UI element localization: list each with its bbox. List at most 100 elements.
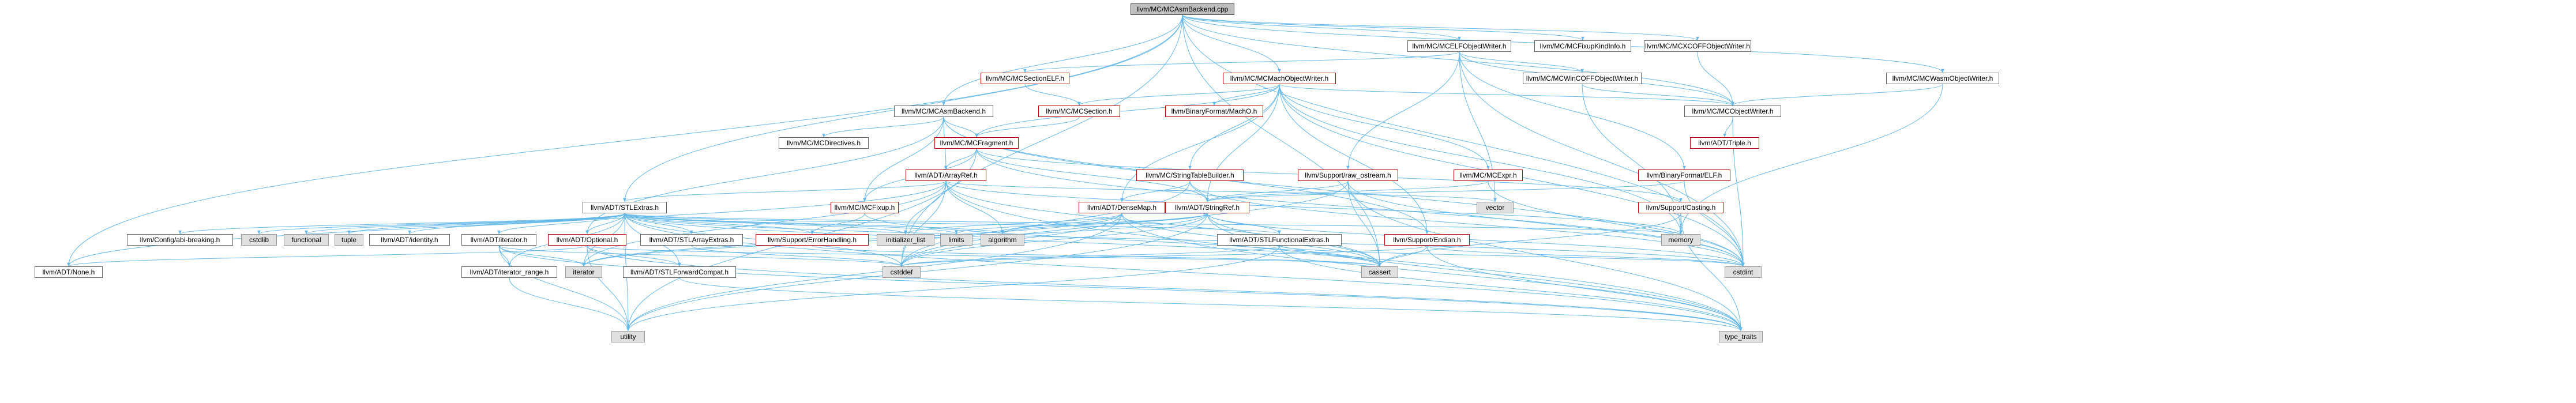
node-cstdlib[interactable]: cstdlib [241,234,277,246]
edge-root-to-cstdint [1182,14,1745,267]
edge-endian-to-typetraits [1426,245,1743,332]
edge-asmb-to-fixup [863,116,944,202]
edge-secelf-to-section [1024,84,1081,106]
node-mcfixup[interactable]: llvm/MC/MCFixup.h [831,202,899,213]
edge-belf-to-cstdint [1684,180,1745,267]
node-mcwincoffobjectwriter[interactable]: llvm/MC/MCWinCOFFObjectWriter.h [1523,73,1642,84]
edge-stlextras-to-memory [624,213,1683,235]
node-initializer-list[interactable]: initializer_list [877,234,934,246]
node-adt-triple[interactable]: llvm/ADT/Triple.h [1690,137,1759,149]
edge-asmb-to-directives [822,116,944,138]
edge-elfw-to-secelf [1023,51,1460,73]
node-vector[interactable]: vector [1477,202,1514,213]
node-utility[interactable]: utility [611,331,645,342]
edge-root-to-cassert [1182,14,1381,267]
edge-densemap-to-algorithm [1001,213,1122,235]
node-abi-breaking[interactable]: llvm/Config/abi-breaking.h [127,234,233,246]
edge-stlextras-to-errhand [624,213,814,235]
edge-endian-to-cassert [1378,245,1428,267]
node-mcwasmobjectwriter[interactable]: llvm/MC/MCWasmObjectWriter.h [1886,73,1999,84]
node-mcdirectives[interactable]: llvm/MC/MCDirectives.h [779,137,869,149]
node-cstdint[interactable]: cstdint [1725,266,1762,278]
node-stlextras[interactable]: llvm/ADT/STLExtras.h [583,202,667,213]
edge-stringref-to-cstdint [1207,213,1745,267]
edge-belf-to-stringref [1206,180,1685,202]
edge-arrayref-to-vector [945,180,1497,202]
node-support-casting[interactable]: llvm/Support/Casting.h [1638,202,1723,213]
edge-iteratorh-to-iterator [498,245,585,267]
edge-stlfunc-to-typetraits [1279,245,1743,332]
node-mcelfobjectwriter[interactable]: llvm/MC/MCELFObjectWriter.h [1407,40,1511,52]
node-adt-arrayref[interactable]: llvm/ADT/ArrayRef.h [906,170,986,181]
edge-macho-to-densemap [1120,84,1280,202]
edge-macho-to-endian [1279,84,1429,235]
edge-stlextras-to-cstdlib [257,213,625,235]
edge-fixup-to-errhand [810,213,865,235]
node-stringtablebuilder[interactable]: llvm/MC/StringTableBuilder.h [1136,170,1244,181]
node-iterator-range[interactable]: llvm/ADT/iterator_range.h [461,266,557,278]
node-adt-densemap[interactable]: llvm/ADT/DenseMap.h [1079,202,1165,213]
edge-arrayref-to-memory [945,180,1683,235]
node-errorhandling[interactable]: llvm/Support/ErrorHandling.h [756,234,869,246]
edge-stlfunc-to-utility [626,245,1280,332]
edge-macho-to-objw [1279,84,1734,106]
edge-stlfwd-to-typetraits [679,277,1743,332]
node-memory[interactable]: memory [1661,234,1700,246]
node-type-traits[interactable]: type_traits [1719,331,1763,342]
node-tuple[interactable]: tuple [335,234,363,246]
edge-stlextras-to-initlist [624,213,907,235]
node-adt-stringref[interactable]: llvm/ADT/StringRef.h [1165,202,1249,213]
node-cstddef[interactable]: cstddef [883,266,921,278]
node-adt-identity[interactable]: llvm/ADT/identity.h [369,234,450,246]
node-mcasmbackend-h[interactable]: llvm/MC/MCAsmBackend.h [894,106,993,117]
edge-optional-to-cassert [587,245,1381,267]
edge-macho-to-fragment [975,84,1280,138]
edge-endian-to-cstdint [1426,245,1745,267]
edge-xcoff-to-objw [1697,51,1734,106]
edge-arrayref-to-algorithm [945,180,1004,235]
node-raw-ostream[interactable]: llvm/Support/raw_ostream.h [1298,170,1398,181]
edge-stlextras-to-identity [408,213,625,235]
node-adt-none[interactable]: llvm/ADT/None.h [35,266,103,278]
node-mcobjectwriter[interactable]: llvm/MC/MCObjectWriter.h [1684,106,1781,117]
node-iterator[interactable]: iterator [565,266,602,278]
node-binaryformat-macho[interactable]: llvm/BinaryFormat/MachO.h [1165,106,1263,117]
node-stlforwardcompat[interactable]: llvm/ADT/STLForwardCompat.h [623,266,736,278]
edge-iteratorh-to-cstddef [498,245,903,267]
edge-stlextras-to-cfgbreak [178,213,625,235]
node-mcfragment[interactable]: llvm/MC/MCFragment.h [934,137,1019,149]
node-algorithm[interactable]: algorithm [981,234,1024,246]
node-mcsection[interactable]: llvm/MC/MCSection.h [1038,106,1120,117]
node-functional[interactable]: functional [284,234,329,246]
edge-root-to-asmb [942,14,1183,106]
node-cassert[interactable]: cassert [1361,266,1398,278]
edge-root-to-cstddef [900,14,1183,267]
edge-casting-to-cassert [1378,213,1681,267]
node-binaryformat-elf[interactable]: llvm/BinaryFormat/ELF.h [1638,170,1730,181]
node-mcfixupkindinfo[interactable]: llvm/MC/MCFixupKindInfo.h [1534,40,1631,52]
node-adt-optional[interactable]: llvm/ADT/Optional.h [548,234,626,246]
edge-iteratorh-to-typetraits [498,245,1743,332]
node-limits[interactable]: limits [940,234,972,246]
edge-fixup-to-cassert [864,213,1381,267]
edge-stb-to-densemap [1120,180,1191,202]
node-stlarrayextras[interactable]: llvm/ADT/STLArrayExtras.h [640,234,743,246]
edge-rawos-to-stringref [1206,180,1349,202]
edge-root-to-xcoff [1182,14,1699,41]
node-adt-iterator-h[interactable]: llvm/ADT/iterator.h [461,234,536,246]
node-stlfunctionalextras[interactable]: llvm/ADT/STLFunctionalExtras.h [1217,234,1342,246]
node-mcexpr[interactable]: llvm/MC/MCExpr.h [1454,170,1523,181]
node-mcsectionelf[interactable]: llvm/MC/MCSectionELF.h [981,73,1069,84]
edge-stlarray-to-cstddef [691,245,903,267]
edge-macho-to-stringref [1206,84,1280,202]
edge-fragment-to-arrayref [944,148,977,170]
edge-stringref-to-algorithm [1001,213,1208,235]
node-mcmachobjectwriter[interactable]: llvm/MC/MCMachObjectWriter.h [1223,73,1336,84]
edge-stlextras-to-optional [585,213,625,235]
node-mcxcoffobjectwriter[interactable]: llvm/MC/MCXCOFFObjectWriter.h [1644,40,1751,52]
edge-arrayref-to-initlist [904,180,947,235]
node-support-endian[interactable]: llvm/Support/Endian.h [1384,234,1470,246]
node-root-file[interactable]: llvm/MC/MCAsmBackend.cpp [1131,3,1234,15]
